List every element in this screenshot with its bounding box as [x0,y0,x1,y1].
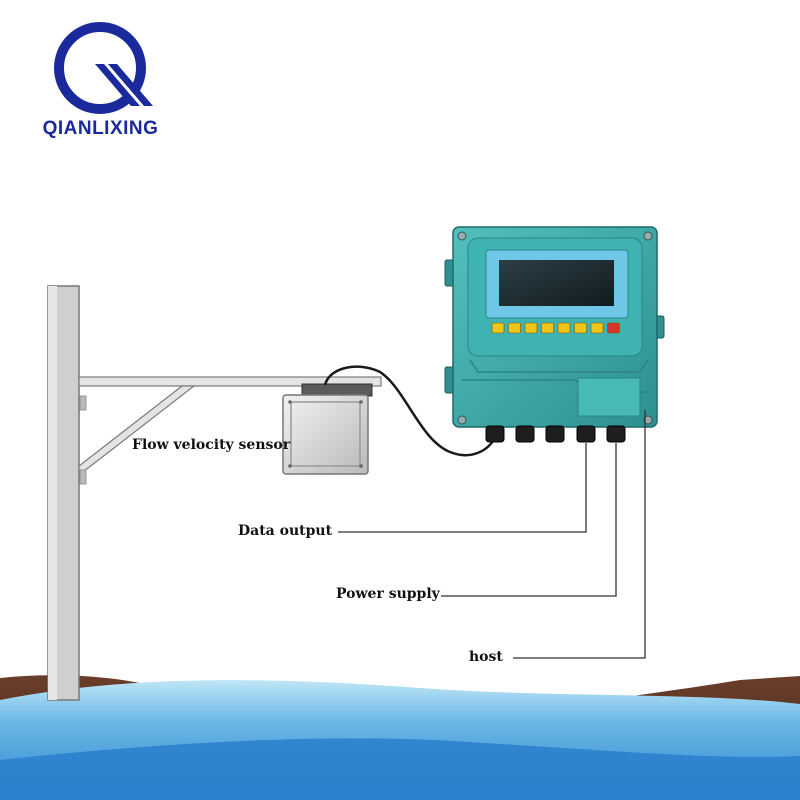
host-label: host [469,649,503,665]
leader-lines [338,410,646,659]
keypad-button [590,322,604,334]
cable-gland [485,425,505,443]
keypad-button [607,322,620,334]
power-supply-label: Power supply [336,586,440,602]
mounting-bracket [78,376,382,485]
keypad-button [557,322,571,334]
brand-logo [54,22,153,114]
cable-gland [545,425,565,443]
pole-highlight [48,286,57,700]
keypad-button [508,322,521,334]
logo-ring [54,22,146,114]
logo-stroke-1 [95,64,140,106]
keypad-button [541,322,554,334]
data-output-label: Data output [238,523,333,539]
sensor-label: Flow velocity sensor [132,437,291,453]
host-enclosure [444,226,665,443]
cable-glands [485,425,626,443]
keypad-button [491,322,505,334]
cable-gland [576,425,596,443]
keypad-button [524,322,538,334]
cable-gland [515,425,535,443]
water-deep [0,738,800,800]
brand-name: QIANLIXING [42,118,159,139]
logo-stroke-2 [108,64,153,106]
sensor-cable [323,365,498,457]
keypad [491,322,620,334]
cable-gland [606,425,626,443]
keypad-button [574,322,587,334]
flow-velocity-sensor [282,383,373,475]
lcd-screen [499,260,614,306]
